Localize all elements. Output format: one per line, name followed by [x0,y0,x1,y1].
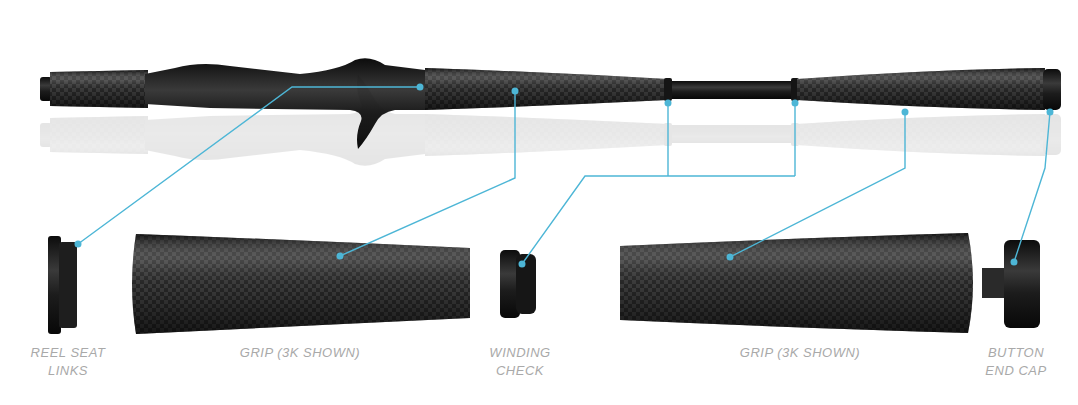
winding-check-part [516,254,536,314]
leader-lines [78,87,1050,264]
grip-part-shade [620,233,973,333]
leader-dot [337,253,344,260]
winding-check [664,78,672,101]
rear-grip-shade [425,68,668,110]
rod-blank [672,81,793,99]
leader-dot [792,100,799,107]
end-cap [1043,69,1061,110]
leader-line [1014,112,1050,262]
leader-dot [417,84,424,91]
leader-dot [1047,109,1054,116]
part-label: GRIP (3K SHOWN) [740,344,860,362]
leader-line [522,176,795,264]
leader-dot [665,100,672,107]
leader-line [78,87,420,244]
part-label: REEL SEAT LINKS [25,344,111,380]
leader-line [667,103,668,176]
reel-seat-link [59,242,77,328]
butt-grip-shade [797,68,1045,110]
fore-grip-shade [50,70,148,108]
butt-grip [797,68,1045,110]
leader-dot [75,241,82,248]
part-label: BUTTON END CAP [980,344,1052,380]
reflection [40,75,1061,166]
rear-grip [425,68,668,110]
fore-grip [50,70,148,108]
leader-dot [902,109,909,116]
part-label: WINDING CHECK [480,344,560,380]
exploded-parts [48,233,1040,334]
leader-dot [1011,259,1018,266]
leader-dot [519,261,526,268]
leader-line [730,112,905,257]
grip-part [132,234,470,334]
leader-dot [512,88,519,95]
leader-line [794,103,795,176]
leader-dot [727,254,734,261]
grip-part [620,233,973,333]
leader-line [340,91,515,256]
part-label: GRIP (3K SHOWN) [240,344,360,362]
leader-dots [75,84,1054,268]
end-cap-part [1004,240,1040,328]
grip-part-shade [132,234,470,334]
